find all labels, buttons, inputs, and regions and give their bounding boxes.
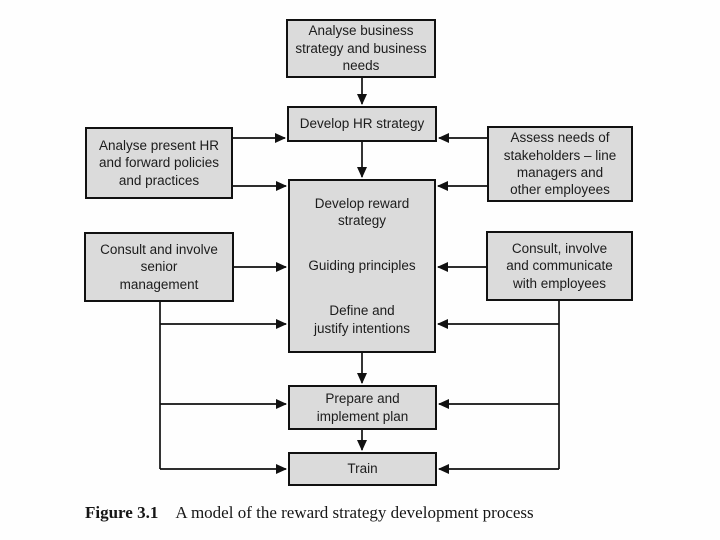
node-analyse-business: Analyse business strategy and business n… (286, 19, 436, 78)
node-label: Train (347, 461, 378, 477)
node-label: Analyse present HR and forward policies … (98, 137, 220, 188)
node-prepare-implement-plan: Prepare and implement plan (288, 385, 437, 430)
right-connectors (437, 133, 560, 474)
node-train: Train (288, 452, 437, 486)
node-label-develop-reward: Develop reward strategy (314, 196, 410, 229)
figure-caption-label: Figure 3.1 (85, 503, 159, 522)
node-consult-senior-management: Consult and involve senior management (84, 232, 234, 302)
node-consult-employees: Consult, involve and communicate with em… (486, 231, 633, 301)
node-label-define-intentions: Define and justify intentions (313, 303, 411, 336)
node-label: Analyse business strategy and business n… (295, 23, 427, 74)
node-develop-reward-strategy: Develop reward strategy Guiding principl… (288, 179, 436, 353)
node-label: Assess needs of stakeholders – line mana… (503, 130, 617, 198)
node-label-guiding-principles: Guiding principles (308, 258, 416, 274)
node-label: Develop HR strategy (299, 116, 425, 132)
node-assess-needs: Assess needs of stakeholders – line mana… (487, 126, 633, 202)
node-label: Consult, involve and communicate with em… (506, 240, 613, 291)
left-connectors (159, 133, 287, 474)
node-label: Prepare and implement plan (316, 391, 409, 424)
figure-caption-text: A model of the reward strategy developme… (175, 503, 534, 522)
node-label: Consult and involve senior management (100, 241, 218, 292)
node-analyse-present-hr: Analyse present HR and forward policies … (85, 127, 233, 199)
node-develop-hr-strategy: Develop HR strategy (287, 106, 437, 142)
figure-caption: Figure 3.1 A model of the reward strategy… (85, 503, 534, 523)
